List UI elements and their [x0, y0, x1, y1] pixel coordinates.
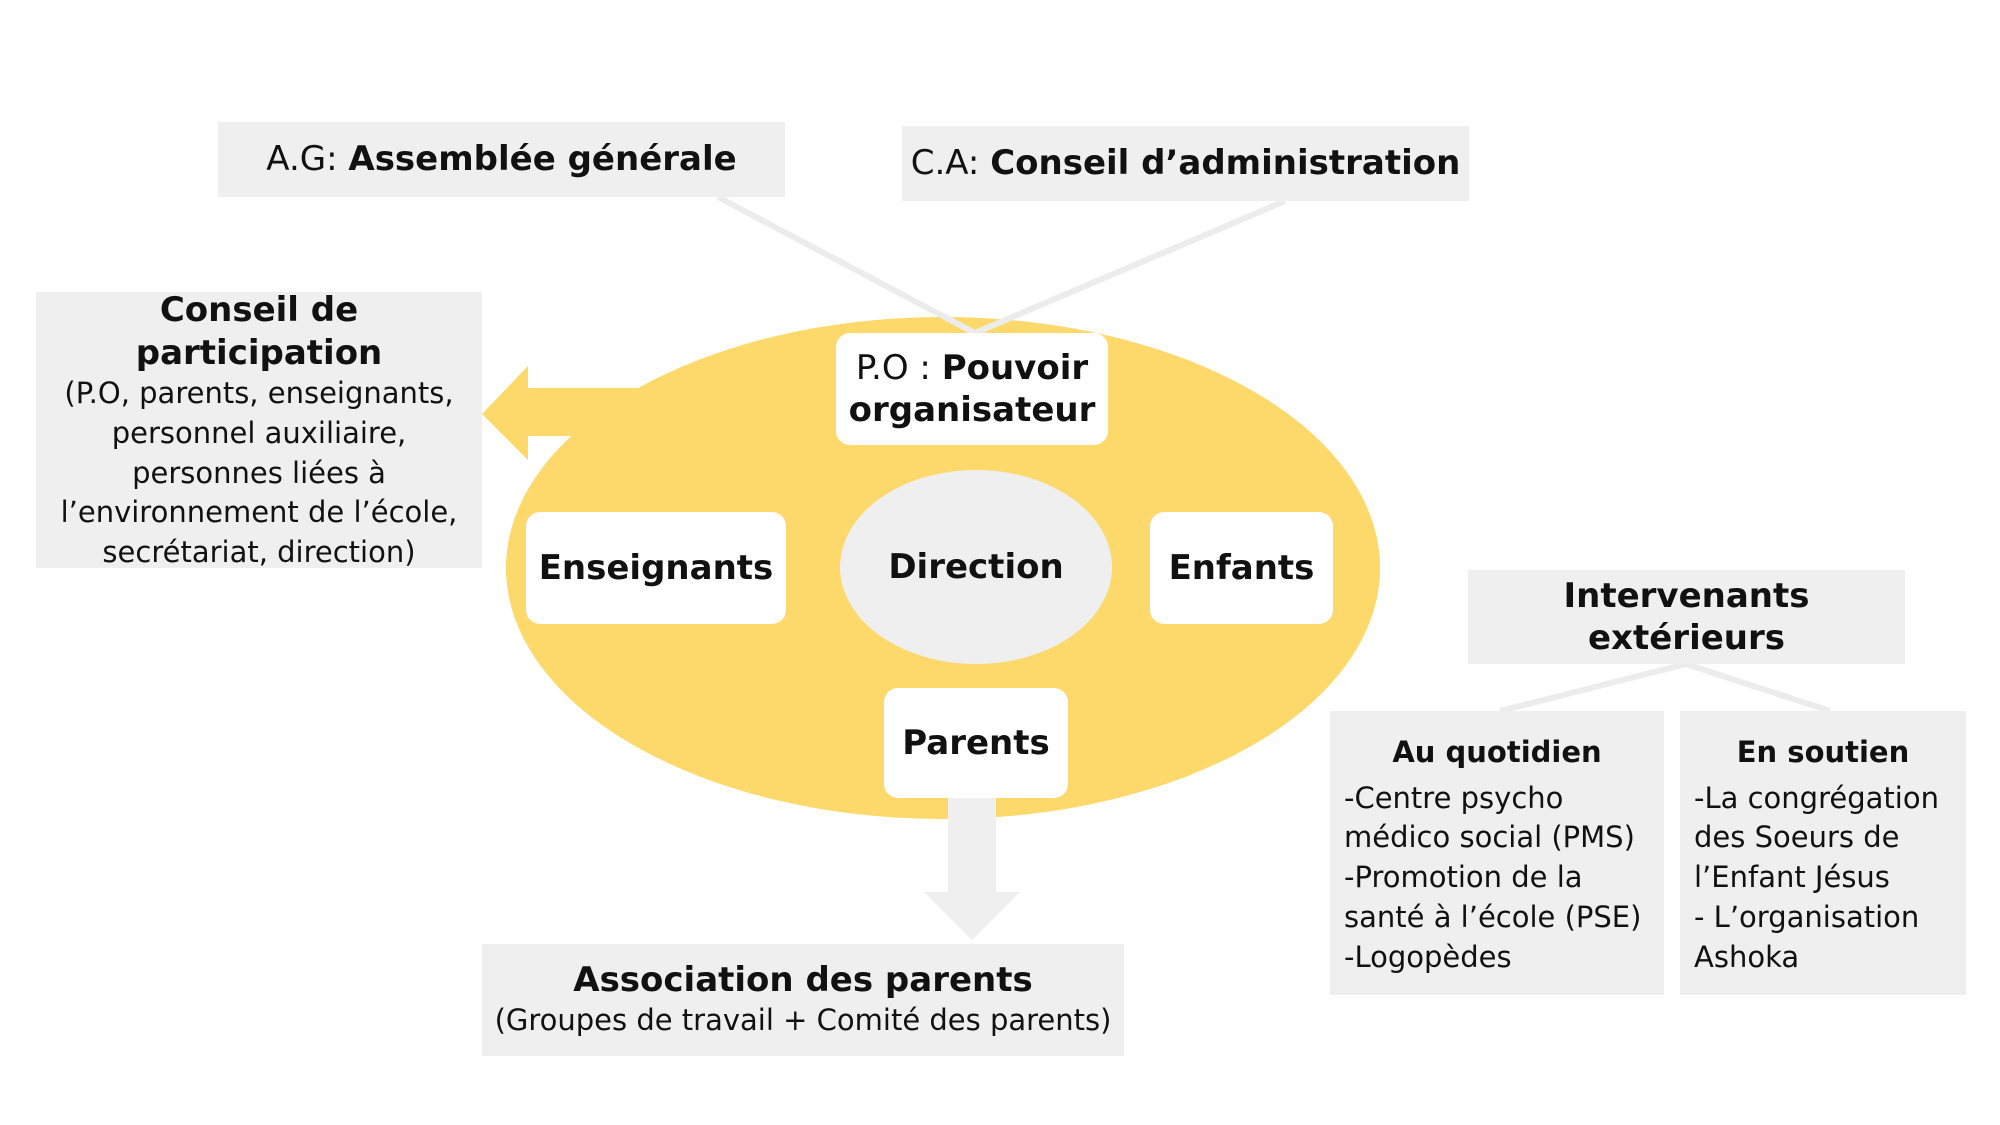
- en-soutien-line: - L’organisation: [1694, 899, 1920, 934]
- conseil-participation-line: secrétariat, direction): [102, 535, 416, 570]
- connector-ag-po: [716, 194, 977, 336]
- association-parents-box: Association des parents (Groupes de trav…: [482, 944, 1124, 1056]
- ag-title: Assemblée générale: [348, 139, 737, 180]
- en-soutien-box: En soutien -La congrégation des Soeurs d…: [1680, 711, 1966, 995]
- enfants-box: Enfants: [1150, 512, 1333, 624]
- ca-title: Conseil d’administration: [990, 143, 1461, 184]
- au-quotidien-line: -Logopèdes: [1344, 939, 1512, 974]
- direction-label: Direction: [888, 547, 1064, 587]
- enfants-label: Enfants: [1168, 547, 1315, 588]
- conseil-participation-line: personnes liées à: [132, 455, 386, 490]
- connector-ca-po: [973, 198, 1287, 336]
- en-soutien-title: En soutien: [1736, 735, 1910, 769]
- arrow-to-association-parents: [924, 790, 1020, 940]
- conseil-participation-box: Conseil de participation (P.O, parents, …: [36, 290, 482, 569]
- po-prefix: P.O :: [855, 347, 942, 388]
- ca-prefix: C.A:: [910, 143, 991, 184]
- direction-ellipse: [840, 470, 1112, 664]
- conseil-participation-line: (P.O, parents, enseignants,: [64, 376, 454, 411]
- en-soutien-line: des Soeurs de: [1694, 820, 1900, 855]
- intervenants-title: Intervenants extérieurs: [1563, 575, 1810, 659]
- connector-ie-quotidien: [1499, 661, 1687, 714]
- en-soutien-line: l’Enfant Jésus: [1694, 860, 1890, 895]
- parents-box: Parents: [884, 688, 1068, 798]
- po-title-line1: Pouvoir: [941, 347, 1089, 388]
- enseignants-box: Enseignants: [526, 512, 786, 624]
- en-soutien-line: Ashoka: [1694, 939, 1800, 974]
- au-quotidien-line: -Promotion de la: [1344, 860, 1583, 895]
- association-subtitle: (Groupes de travail + Comité des parents…: [494, 1003, 1112, 1038]
- association-title: Association des parents: [573, 959, 1033, 1000]
- parents-label: Parents: [902, 722, 1050, 763]
- au-quotidien-line: santé à l’école (PSE): [1344, 899, 1642, 934]
- enseignants-label: Enseignants: [538, 547, 774, 588]
- conseil-participation-line: personnel auxiliaire,: [111, 415, 407, 450]
- ag-prefix: A.G:: [266, 139, 349, 180]
- conseil-participation-title: Conseil de participation: [135, 290, 383, 373]
- pouvoir-organisateur-box: P.O : Pouvoir organisateur: [836, 333, 1108, 445]
- connector-ie-soutien: [1685, 661, 1831, 714]
- au-quotidien-box: Au quotidien -Centre psycho médico socia…: [1330, 711, 1664, 995]
- assemblee-generale-box: A.G: Assemblée générale: [218, 122, 785, 197]
- conseil-participation-line: l’environnement de l’école,: [60, 495, 458, 530]
- arrow-to-conseil-participation: [482, 366, 640, 460]
- au-quotidien-line: médico social (PMS): [1344, 820, 1635, 855]
- po-title-line2: organisateur: [848, 390, 1096, 430]
- au-quotidien-line: -Centre psycho: [1344, 780, 1564, 815]
- en-soutien-line: -La congrégation: [1694, 780, 1939, 815]
- conseil-administration-box: C.A: Conseil d’administration: [902, 126, 1469, 201]
- intervenants-exterieurs-box: Intervenants extérieurs: [1468, 570, 1905, 664]
- au-quotidien-title: Au quotidien: [1392, 735, 1602, 769]
